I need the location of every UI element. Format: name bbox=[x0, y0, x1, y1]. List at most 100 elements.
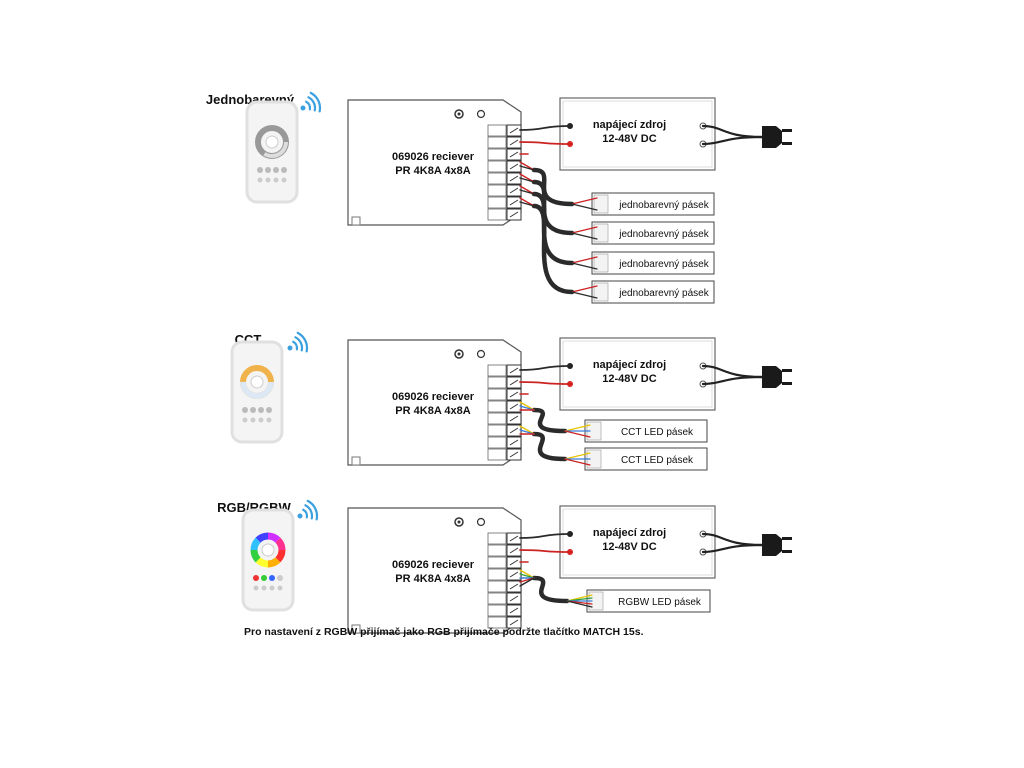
touch-wheel-highlight bbox=[256, 126, 288, 158]
dc-wire-negative bbox=[519, 365, 571, 371]
power-plug bbox=[762, 534, 782, 556]
remote-button bbox=[258, 407, 264, 413]
terminal-label-cell bbox=[487, 436, 507, 449]
receiver-model: 069026 reciever bbox=[392, 391, 475, 403]
terminal-label-cell bbox=[487, 424, 507, 437]
power-supply-inner bbox=[562, 340, 713, 408]
terminal-label-cell bbox=[487, 568, 507, 581]
screw-slot bbox=[509, 595, 519, 602]
terminal-label-cell bbox=[487, 184, 507, 197]
remote-button bbox=[253, 585, 259, 591]
remote-button bbox=[242, 407, 248, 413]
screw-slot bbox=[509, 607, 519, 614]
power-supply-voltage: 12-48V DC bbox=[602, 133, 656, 145]
status-led bbox=[476, 349, 486, 359]
wheel-center-button bbox=[261, 543, 275, 557]
color-wheel-segment bbox=[267, 557, 281, 568]
remote-shadow bbox=[230, 340, 284, 444]
touch-wheel-cool bbox=[240, 365, 274, 399]
terminal-label-cell bbox=[487, 532, 507, 545]
led-strip-label: CCT LED pásek bbox=[621, 427, 694, 438]
led-strip bbox=[591, 280, 715, 304]
wifi-arc bbox=[292, 340, 299, 351]
screw-slot bbox=[509, 583, 519, 590]
led-strip bbox=[591, 221, 715, 245]
strip-conductor bbox=[571, 256, 598, 264]
receiver-type: PR 4K8A 4x8A bbox=[395, 573, 470, 585]
screw-slot bbox=[509, 439, 519, 446]
power-supply-box bbox=[559, 337, 716, 411]
color-wheel-segment bbox=[275, 549, 286, 563]
remote-button bbox=[269, 585, 275, 591]
terminal-label-cell bbox=[487, 124, 507, 137]
power-supply-box bbox=[559, 505, 716, 579]
screw-slot bbox=[509, 451, 519, 458]
remote-shadow bbox=[245, 100, 299, 204]
remote-button bbox=[258, 417, 264, 423]
wifi-arc bbox=[307, 96, 317, 112]
screw-slot bbox=[509, 415, 519, 422]
match-button-dot bbox=[457, 352, 461, 356]
color-wheel-segment bbox=[275, 537, 286, 551]
remote-shadow bbox=[241, 508, 295, 612]
terminal-label-cell bbox=[487, 412, 507, 425]
terminal-label-cell bbox=[487, 160, 507, 173]
conductor-wire bbox=[519, 177, 535, 183]
remote-button bbox=[273, 167, 279, 173]
strip-connector bbox=[593, 194, 609, 214]
terminal-label-cell bbox=[487, 208, 507, 221]
screw-slot bbox=[509, 127, 519, 134]
strip-conductor bbox=[564, 424, 591, 432]
led-strip-label: RGBW LED pásek bbox=[618, 597, 702, 608]
remote-button bbox=[257, 167, 263, 173]
dc-wire-positive bbox=[519, 381, 571, 385]
terminal-label-cell bbox=[487, 616, 507, 629]
wifi-icon bbox=[300, 105, 306, 111]
remote-button bbox=[265, 167, 271, 173]
strip-connector bbox=[593, 223, 609, 243]
power-supply-voltage: 12-48V DC bbox=[602, 541, 656, 553]
wheel-center-button bbox=[250, 375, 264, 389]
screw-slot bbox=[509, 151, 519, 158]
power-supply-voltage: 12-48V DC bbox=[602, 373, 656, 385]
receiver-type: PR 4K8A 4x8A bbox=[395, 405, 470, 417]
screw-slot bbox=[509, 367, 519, 374]
strip-cable bbox=[531, 575, 570, 604]
wifi-arc bbox=[302, 508, 309, 519]
mains-cable bbox=[701, 375, 764, 386]
plug-prong bbox=[782, 382, 792, 385]
led-strip-label: jednobarevný pásek bbox=[618, 259, 710, 270]
terminal-label-cell bbox=[487, 376, 507, 389]
strip-conductor bbox=[571, 226, 598, 234]
remote-button bbox=[242, 417, 248, 423]
screw-slot bbox=[509, 175, 519, 182]
terminal-label-cell bbox=[487, 400, 507, 413]
plug-prong bbox=[782, 369, 792, 372]
wifi-arc bbox=[304, 504, 314, 520]
mains-cable bbox=[701, 135, 764, 146]
match-button-dot bbox=[457, 112, 461, 116]
terminal-label-cell bbox=[487, 136, 507, 149]
remote-button bbox=[257, 177, 263, 183]
screw-slot bbox=[509, 199, 519, 206]
strip-connector bbox=[593, 282, 609, 302]
terminal-label-cell bbox=[487, 148, 507, 161]
strip-conductor bbox=[564, 430, 591, 438]
power-plug bbox=[762, 366, 782, 388]
remote-button bbox=[273, 177, 279, 183]
power-supply-inner bbox=[562, 100, 713, 168]
wifi-icon bbox=[287, 345, 293, 351]
dc-wire-positive bbox=[519, 141, 571, 145]
receiver-type: PR 4K8A 4x8A bbox=[395, 165, 470, 177]
led-strip bbox=[591, 251, 715, 275]
dc-wire-positive bbox=[519, 549, 571, 553]
screw-slot bbox=[509, 559, 519, 566]
conductor-wire bbox=[519, 189, 535, 195]
conductor-wire bbox=[519, 165, 535, 171]
remote-button bbox=[269, 575, 275, 581]
color-wheel-segment bbox=[250, 549, 261, 563]
plug-prong bbox=[782, 537, 792, 540]
strip-cable bbox=[531, 203, 575, 295]
power-supply-title: napájecí zdroj bbox=[593, 119, 666, 131]
terminal-label-cell bbox=[487, 448, 507, 461]
